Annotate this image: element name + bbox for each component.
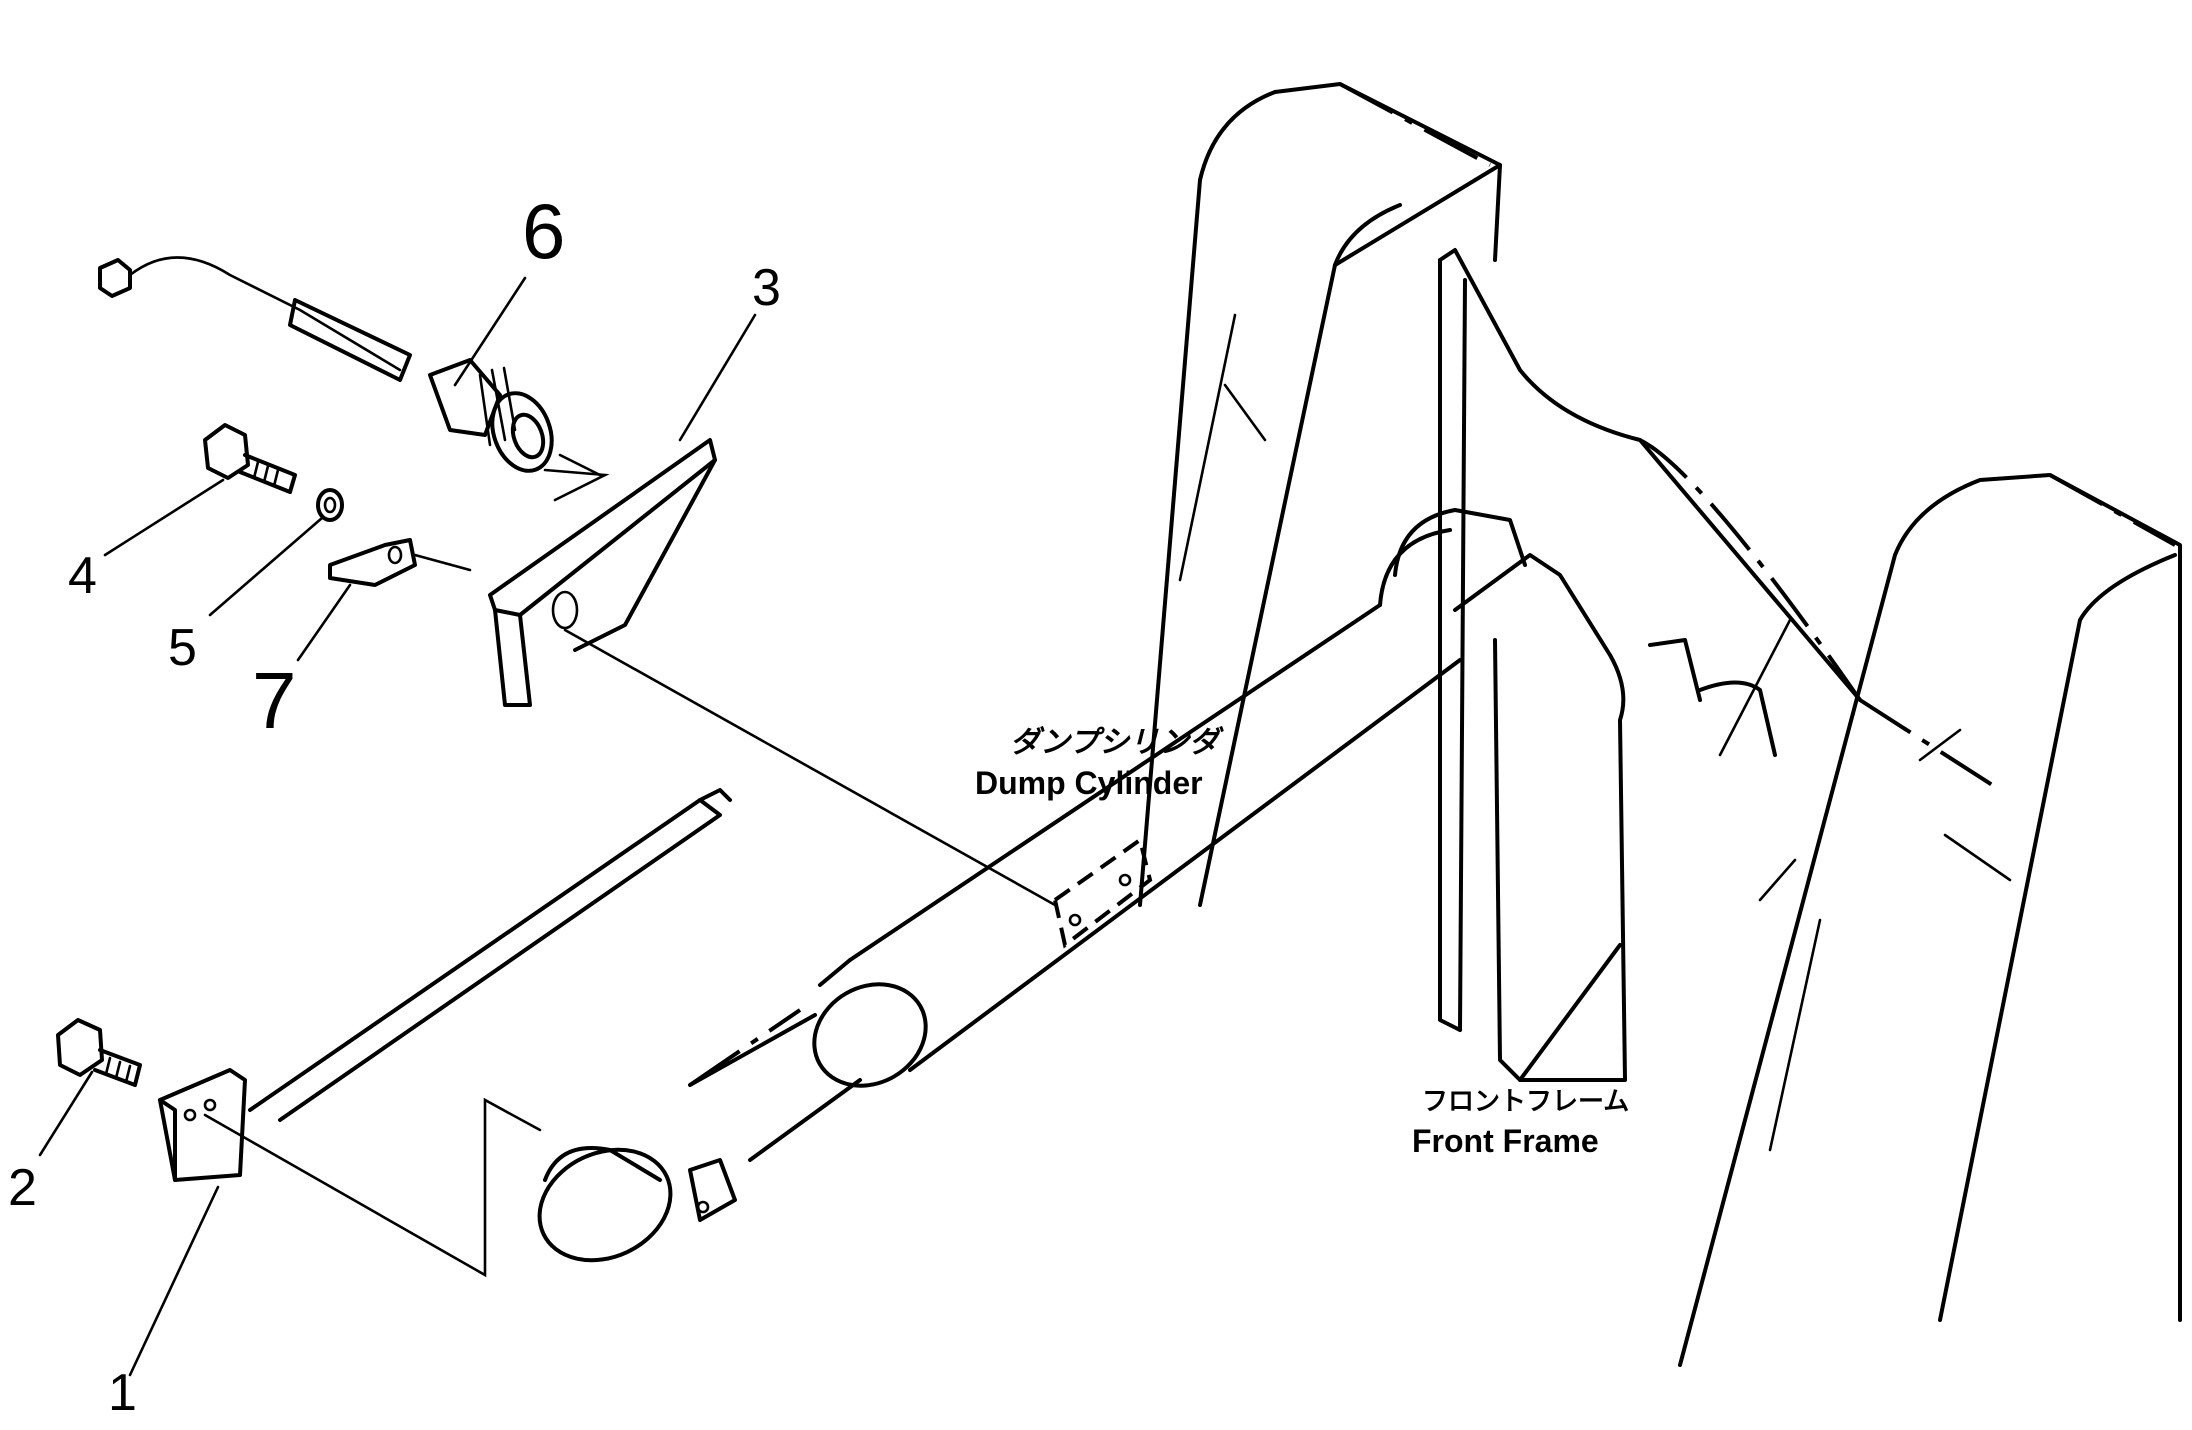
front-frame-jp-label: フロントフレーム [1422, 1086, 1629, 1116]
part-5-washer [316, 488, 344, 522]
part-1-rod-bracket [158, 788, 732, 1278]
part-3-sensor-bracket [488, 438, 1057, 907]
part-2-bolt [56, 1018, 142, 1087]
callout-6: 6 [522, 187, 565, 275]
captions: ダンプシリンダ Dump Cylinder フロントフレーム Front Fra… [975, 725, 1629, 1159]
part-7-clip [328, 538, 472, 587]
dump-cylinder-en-label: Dump Cylinder [975, 765, 1203, 801]
callout-4: 4 [68, 547, 97, 605]
dump-cylinder-jp-label: ダンプシリンダ [1010, 725, 1224, 759]
callout-5: 5 [168, 619, 197, 677]
front-frame [1138, 82, 2182, 1367]
front-frame-en-label: Front Frame [1412, 1123, 1599, 1159]
callout-1: 1 [108, 1364, 137, 1422]
callout-2: 2 [8, 1159, 37, 1217]
part-6-sensor [98, 256, 602, 477]
dump-cylinder [537, 603, 1462, 1263]
callout-numbers: 1 2 3 4 5 6 7 [8, 187, 781, 1422]
callout-3: 3 [752, 259, 781, 317]
part-4-bolt [203, 423, 297, 494]
leader-lines [38, 276, 757, 1377]
callout-7: 7 [252, 656, 297, 745]
